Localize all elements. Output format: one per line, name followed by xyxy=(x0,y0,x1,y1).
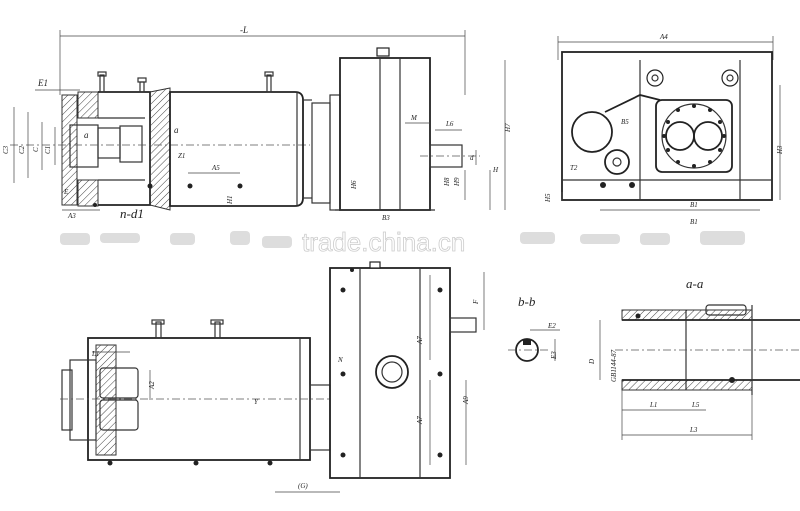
front-view: -L xyxy=(2,25,512,222)
gearbox-top xyxy=(329,267,451,479)
label-e3: E3 xyxy=(550,351,558,360)
label-n-d1: n-d1 xyxy=(120,206,144,221)
label-a5: A5 xyxy=(211,164,220,172)
watermark-text: trade.china.cn xyxy=(302,227,465,257)
side-casing xyxy=(561,51,773,201)
label-a3: A3 xyxy=(67,212,76,220)
label-t2: T2 xyxy=(570,164,578,172)
label-e: E xyxy=(63,188,69,196)
output-shaft xyxy=(429,144,463,168)
label-c3: C3 xyxy=(2,145,10,154)
label-length: -L xyxy=(240,25,248,35)
label-a7-lower: A7 xyxy=(416,416,424,425)
label-a9: A9 xyxy=(462,396,470,405)
label-d: D xyxy=(588,359,596,365)
label-d: d xyxy=(470,154,474,162)
label-h9: H9 xyxy=(453,177,461,187)
end-cover xyxy=(571,111,613,153)
label-h8: H8 xyxy=(443,177,451,187)
label-l1: L1 xyxy=(649,401,657,409)
gear-flange xyxy=(655,99,733,173)
section-bb-title: b-b xyxy=(518,294,536,309)
label-e2: E2 xyxy=(547,322,556,330)
top-view: L1 A2 N Y A7 A7 A9 F (G) xyxy=(60,261,485,493)
label-gb1144: GB1144-87 xyxy=(610,349,618,382)
label-m: M xyxy=(410,114,418,122)
label-c1: C1 xyxy=(44,146,52,154)
label-b1: B1 xyxy=(690,201,698,209)
watermark-band: trade.china.cn xyxy=(0,227,800,258)
label-b3: B3 xyxy=(382,214,390,222)
label-a7: A7 xyxy=(416,336,424,345)
label-y: Y xyxy=(254,398,259,406)
label-l5: L5 xyxy=(691,401,700,409)
motor-body xyxy=(169,91,304,207)
label-l3: L3 xyxy=(689,426,698,434)
label-b5: B5 xyxy=(621,118,629,126)
label-l1: L1 xyxy=(91,350,99,358)
label-a-left: a xyxy=(84,130,89,140)
label-f: F xyxy=(472,299,480,305)
section-bb: b-b E2 E3 xyxy=(508,294,560,362)
side-view: A4 B5 H3 T2 H5 B1 B1 xyxy=(544,33,784,226)
label-h3: H3 xyxy=(776,145,784,155)
label-a-right: a xyxy=(174,125,179,135)
label-a4: A4 xyxy=(659,33,668,41)
adapter-flange xyxy=(311,102,331,204)
label-a2: A2 xyxy=(148,381,156,390)
label-c: C xyxy=(32,147,40,152)
label-g: (G) xyxy=(298,482,308,490)
flange-hatch-top xyxy=(77,91,99,119)
label-e1: E1 xyxy=(37,78,48,88)
housing-wall xyxy=(149,87,171,211)
label-h: H xyxy=(492,166,499,174)
section-aa-title: a-a xyxy=(686,276,704,291)
section-aa: a-a D GB1144-87 L1 L5 L3 xyxy=(588,276,800,440)
label-h1: H1 xyxy=(226,195,234,205)
label-h6: H6 xyxy=(350,180,358,190)
label-h7: H7 xyxy=(504,123,512,133)
label-z1: Z1 xyxy=(178,152,185,160)
flange-hatch-bottom xyxy=(77,179,99,207)
label-c2: C2 xyxy=(18,145,26,154)
label-n: N xyxy=(337,356,343,364)
output-bore xyxy=(375,355,409,389)
label-l6: L6 xyxy=(445,120,454,128)
label-b1-bottom: B1 xyxy=(690,218,698,226)
label-h5: H5 xyxy=(544,193,552,203)
